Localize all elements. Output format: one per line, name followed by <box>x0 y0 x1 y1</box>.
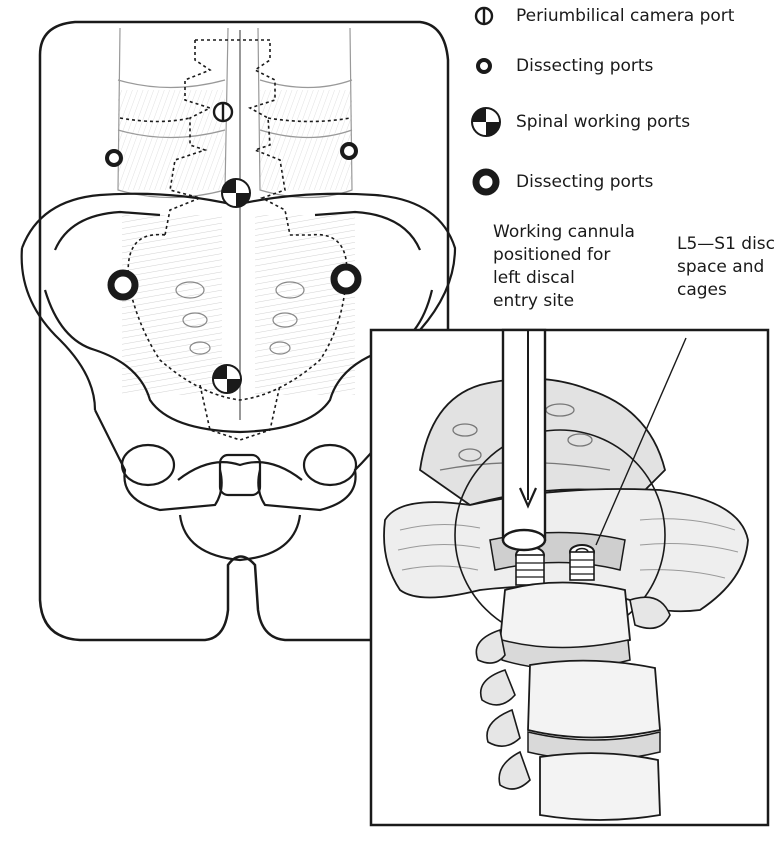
legend-label: Dissecting ports <box>516 172 654 192</box>
torso-outline <box>38 20 450 642</box>
disc-label-line: space and <box>677 257 765 277</box>
pelvis-outline <box>20 192 457 562</box>
posterior-elements <box>475 596 671 790</box>
working-cannula <box>501 328 547 552</box>
cannula-label-line: entry site <box>493 291 575 311</box>
cannula-label-line: Working cannula <box>493 222 635 242</box>
large-dissecting-port-icon <box>470 167 504 197</box>
l5-vertebra <box>499 581 631 652</box>
small-dissecting-port-right <box>340 142 358 160</box>
l3-vertebra <box>539 752 661 821</box>
large-dissecting-port-left <box>107 269 139 301</box>
legend-label: Periumbilical camera port <box>516 6 735 26</box>
legend-label: Dissecting ports <box>516 56 654 76</box>
small-dissecting-port-left <box>105 149 123 167</box>
small-dissecting-port-icon <box>470 51 504 81</box>
legend-item-small-dissecting-port: Dissecting ports <box>470 51 653 81</box>
legend-item-spinal-working-port: Spinal working ports <box>470 107 690 137</box>
disc-label-line: cages <box>677 280 727 300</box>
cannula-label-line: positioned for <box>493 245 611 265</box>
spinal-working-port-lower <box>212 364 242 394</box>
inset-detail-panel <box>369 328 770 827</box>
camera-port-marker <box>212 101 234 123</box>
legend-label: Spinal working ports <box>516 112 691 132</box>
disc-label-line: L5—S1 disc <box>677 234 776 254</box>
interbody-cage-right <box>569 544 595 581</box>
camera-port-icon <box>470 1 504 31</box>
legend-item-camera-port: Periumbilical camera port <box>470 1 734 31</box>
sacral-foramina <box>175 281 305 355</box>
l4-vertebra <box>527 659 661 739</box>
spinal-working-port-upper <box>221 178 251 208</box>
large-dissecting-port-right <box>330 263 362 295</box>
spinal-working-port-icon <box>470 107 504 137</box>
interbody-cage-left <box>515 546 545 586</box>
legend-item-large-dissecting-port: Dissecting ports <box>470 167 653 197</box>
disc-label-leader <box>595 337 687 546</box>
cannula-label-line: left discal <box>493 268 575 288</box>
